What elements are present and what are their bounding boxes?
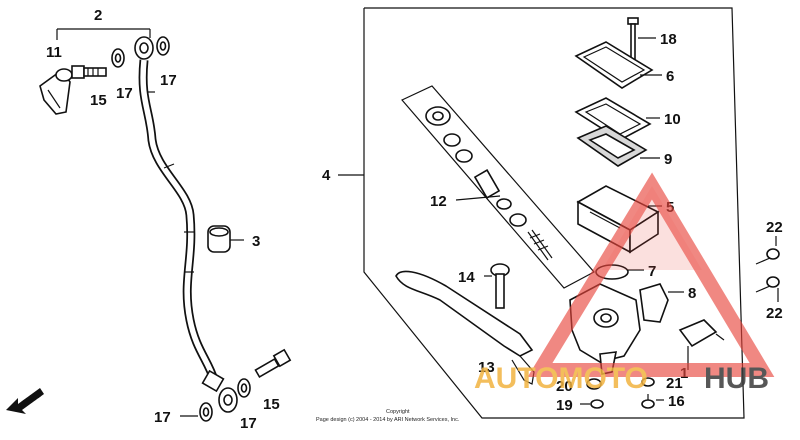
callout-10: 10 <box>664 111 681 128</box>
washer-part-21 <box>641 377 655 387</box>
reservoir-cap-part-6 <box>574 41 662 89</box>
clamp-part-3 <box>207 225 244 253</box>
callout-15-top: 15 <box>90 92 107 109</box>
bolt-part-15-top <box>71 65 107 79</box>
screw-part-19 <box>580 399 604 409</box>
hose-assembly-group: 2 11 15 17 17 <box>6 7 292 432</box>
callout-14: 14 <box>458 269 475 286</box>
nut-part-20 <box>586 378 602 390</box>
watermark-text-part1: AUTOMOTO <box>474 362 648 395</box>
callout-8: 8 <box>688 285 696 302</box>
callout-6: 6 <box>666 68 674 85</box>
callout-2: 2 <box>94 7 102 24</box>
callout-20: 20 <box>556 378 573 395</box>
bolt-part-15-bottom <box>254 348 292 379</box>
callout-3: 3 <box>252 233 260 250</box>
watermark-text-part2: HUB <box>704 362 769 395</box>
screw-part-18 <box>627 17 656 61</box>
callout-17-bl: 17 <box>154 409 171 426</box>
callout-17-a: 17 <box>116 85 133 102</box>
callout-17-bm: 17 <box>240 415 257 432</box>
master-cylinder-group: 4 18 6 10 9 <box>322 7 745 419</box>
callout-21: 21 <box>666 375 683 392</box>
callout-18: 18 <box>660 31 677 48</box>
watermark-logo: AUTOMOTO HUB <box>474 172 775 395</box>
callout-12: 12 <box>430 193 447 210</box>
screw-part-16 <box>641 394 664 409</box>
brake-lever <box>395 270 535 385</box>
hose-lower-banjo <box>201 369 238 413</box>
callout-15-bottom: 15 <box>263 396 280 413</box>
callout-13: 13 <box>478 359 495 376</box>
callout-9: 9 <box>664 151 672 168</box>
pivot-bolt-part-14 <box>484 263 510 309</box>
callout-16: 16 <box>668 393 685 410</box>
fwd-arrow-icon: FWD <box>6 388 45 414</box>
callout-17-b: 17 <box>160 72 177 89</box>
callout-19: 19 <box>556 397 573 414</box>
callout-4: 4 <box>322 167 331 184</box>
callout-11: 11 <box>46 44 62 61</box>
banjo-cap-part-11 <box>39 68 73 115</box>
callout-7: 7 <box>648 263 656 280</box>
boot-part-8 <box>639 283 684 323</box>
copyright-line2: Page design (c) 2004 - 2014 by ARI Netwo… <box>316 417 460 423</box>
screw-part-22-group <box>755 236 780 302</box>
diaphragm-part-9 <box>576 125 660 167</box>
copyright-line1: Copyright <box>386 409 410 415</box>
piston-kit-part-12 <box>401 85 595 289</box>
callout-22-bottom: 22 <box>766 305 783 322</box>
callout-22-top: 22 <box>766 219 783 236</box>
brake-hose <box>138 59 219 382</box>
